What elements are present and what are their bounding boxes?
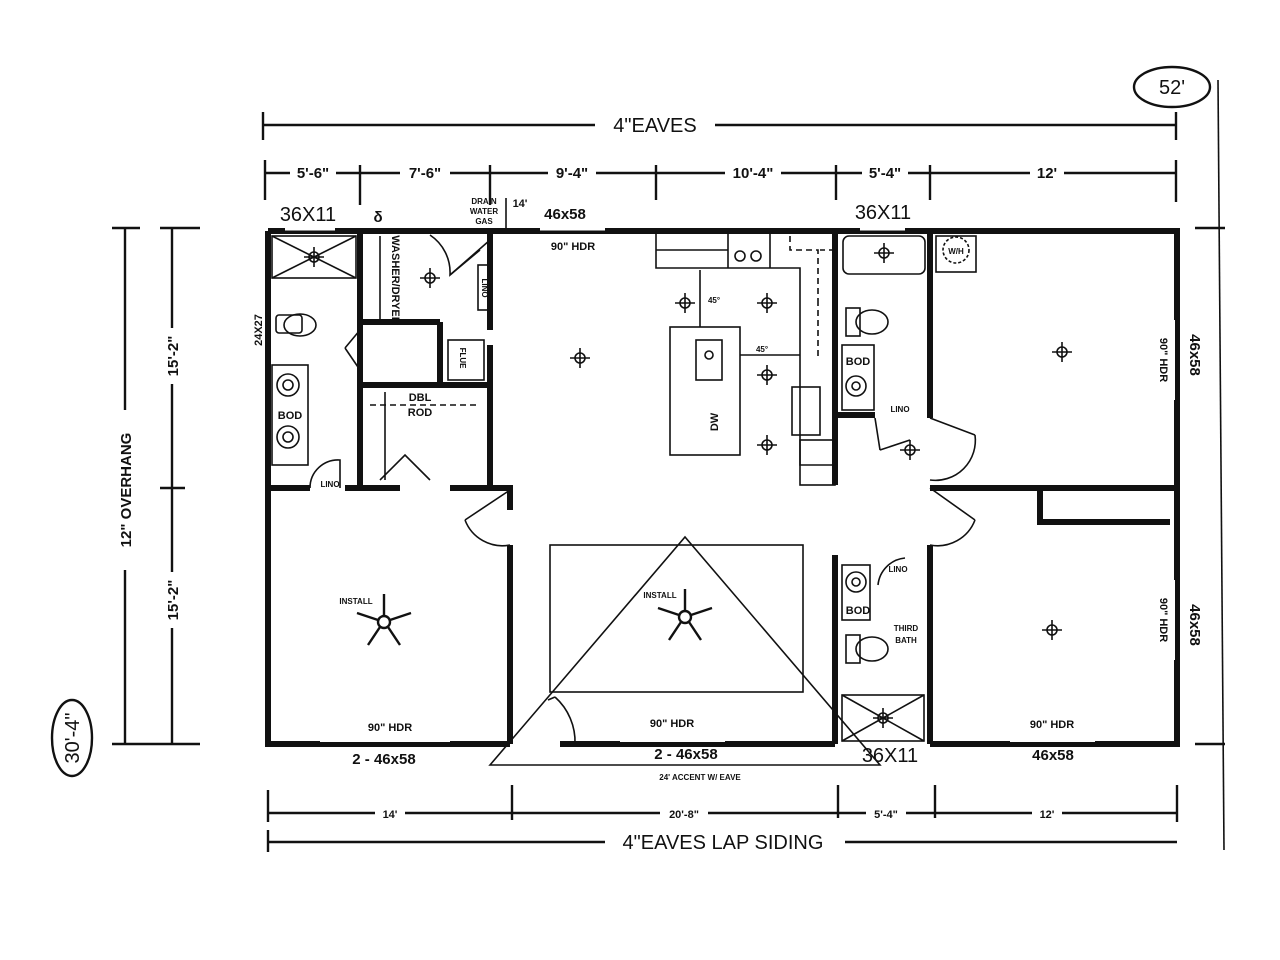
svg-text:5'-4": 5'-4"	[869, 165, 901, 182]
bath-1: BOD LINO 24X27 36X11	[253, 204, 357, 489]
svg-text:INSTALL: INSTALL	[643, 591, 676, 600]
svg-text:LINO: LINO	[320, 480, 339, 489]
top-dimensions: 5'-6" 7'-6" 9'-4" 10'-4" 5'-4" 12'	[263, 160, 1178, 205]
svg-text:INSTALL: INSTALL	[339, 597, 372, 606]
svg-text:24' ACCENT W/ EAVE: 24' ACCENT W/ EAVE	[659, 773, 741, 782]
svg-text:4"EAVES LAP SIDING: 4"EAVES LAP SIDING	[623, 832, 824, 854]
svg-text:LINO: LINO	[888, 565, 907, 574]
svg-text:LINO: LINO	[890, 405, 909, 414]
svg-text:DRAIN: DRAIN	[471, 197, 497, 206]
interior-walls	[268, 231, 1177, 744]
svg-text:10'-4": 10'-4"	[733, 165, 774, 182]
svg-text:LINO: LINO	[480, 278, 489, 297]
door-swings	[344, 234, 977, 547]
svg-text:BOD: BOD	[278, 410, 303, 422]
bath-2: 36X11 W/H BOD LINO	[841, 202, 977, 461]
svg-text:BOD: BOD	[846, 356, 871, 368]
bedroom-2: 90" HDR 46x58	[1051, 320, 1203, 400]
svg-text:THIRD: THIRD	[894, 624, 919, 633]
svg-text:GAS: GAS	[475, 217, 493, 226]
svg-text:4"EAVES: 4"EAVES	[613, 115, 696, 137]
svg-text:ROD: ROD	[408, 407, 433, 419]
svg-text:δ: δ	[373, 209, 382, 226]
svg-text:BATH: BATH	[895, 636, 917, 645]
svg-text:46x58: 46x58	[1032, 747, 1074, 764]
svg-text:46x58: 46x58	[1186, 604, 1203, 646]
svg-text:BOD: BOD	[846, 605, 871, 617]
bottom-dimensions: 14' 20'-8" 5'-4" 12'	[266, 785, 1179, 822]
svg-text:FLUE: FLUE	[458, 348, 467, 370]
svg-text:15'-2": 15'-2"	[165, 336, 182, 377]
svg-text:12': 12'	[1037, 165, 1057, 182]
overall-depth-badge: 30'-4"	[50, 698, 94, 778]
svg-text:DBL: DBL	[409, 392, 432, 404]
svg-text:30'-4": 30'-4"	[62, 713, 84, 764]
bath-3: BOD LINO THIRD BATH 36X11	[841, 557, 925, 767]
family-room: INSTALL 90" HDR 2 - 46x58 24' ACCENT W/ …	[488, 535, 882, 782]
svg-text:W/H: W/H	[948, 247, 964, 256]
svg-text:45°: 45°	[756, 345, 768, 354]
overall-width-badge: 52'	[1132, 65, 1212, 109]
svg-text:7'-6": 7'-6"	[409, 165, 441, 182]
kitchen-living: 46x58 90" HDR DW 45° 45°	[540, 206, 836, 486]
laundry: δ WASHER/DRYER DRAIN WATER GAS 14' LINO …	[370, 197, 528, 480]
svg-text:20'-8": 20'-8"	[669, 809, 699, 821]
border-line	[1217, 79, 1225, 851]
svg-text:12': 12'	[1040, 809, 1055, 821]
svg-text:90" HDR: 90" HDR	[551, 241, 595, 253]
bedroom-3: 90" HDR 46x58 90" HDR 46x58	[1010, 580, 1203, 764]
svg-text:90" HDR: 90" HDR	[1157, 598, 1169, 642]
svg-text:52': 52'	[1159, 77, 1185, 99]
svg-text:36X11: 36X11	[855, 202, 911, 224]
svg-text:9'-4": 9'-4"	[556, 165, 588, 182]
svg-text:12" OVERHANG: 12" OVERHANG	[118, 433, 135, 548]
svg-text:90" HDR: 90" HDR	[1157, 338, 1169, 382]
svg-text:2 - 46x58: 2 - 46x58	[352, 751, 415, 768]
svg-text:WASHER/DRYER: WASHER/DRYER	[389, 235, 401, 324]
svg-text:DW: DW	[709, 412, 721, 431]
bottom-eaves-dimension: 4"EAVES LAP SIDING	[266, 830, 1177, 854]
svg-text:36X11: 36X11	[862, 745, 918, 767]
svg-text:90" HDR: 90" HDR	[650, 718, 694, 730]
right-dimension-ticks	[1195, 226, 1225, 746]
svg-text:WATER: WATER	[470, 207, 499, 216]
svg-text:2 - 46x58: 2 - 46x58	[654, 746, 717, 763]
svg-text:46x58: 46x58	[1186, 334, 1203, 376]
svg-text:14': 14'	[513, 198, 528, 210]
svg-text:5'-4": 5'-4"	[874, 809, 898, 821]
svg-text:24X27: 24X27	[253, 314, 265, 346]
svg-text:46x58: 46x58	[544, 206, 586, 223]
svg-text:14': 14'	[383, 809, 398, 821]
left-dimensions: 12" OVERHANG 15'-2" 15'-2"	[112, 226, 200, 746]
svg-text:15'-2": 15'-2"	[165, 580, 182, 621]
bedroom-1: INSTALL 90" HDR 2 - 46x58	[320, 592, 450, 768]
svg-text:90" HDR: 90" HDR	[368, 722, 412, 734]
svg-text:36X11: 36X11	[280, 204, 336, 226]
top-eaves-dimension: 4"EAVES	[261, 112, 1178, 140]
svg-text:5'-6": 5'-6"	[297, 165, 329, 182]
svg-text:45°: 45°	[708, 296, 720, 305]
svg-text:90" HDR: 90" HDR	[1030, 719, 1074, 731]
